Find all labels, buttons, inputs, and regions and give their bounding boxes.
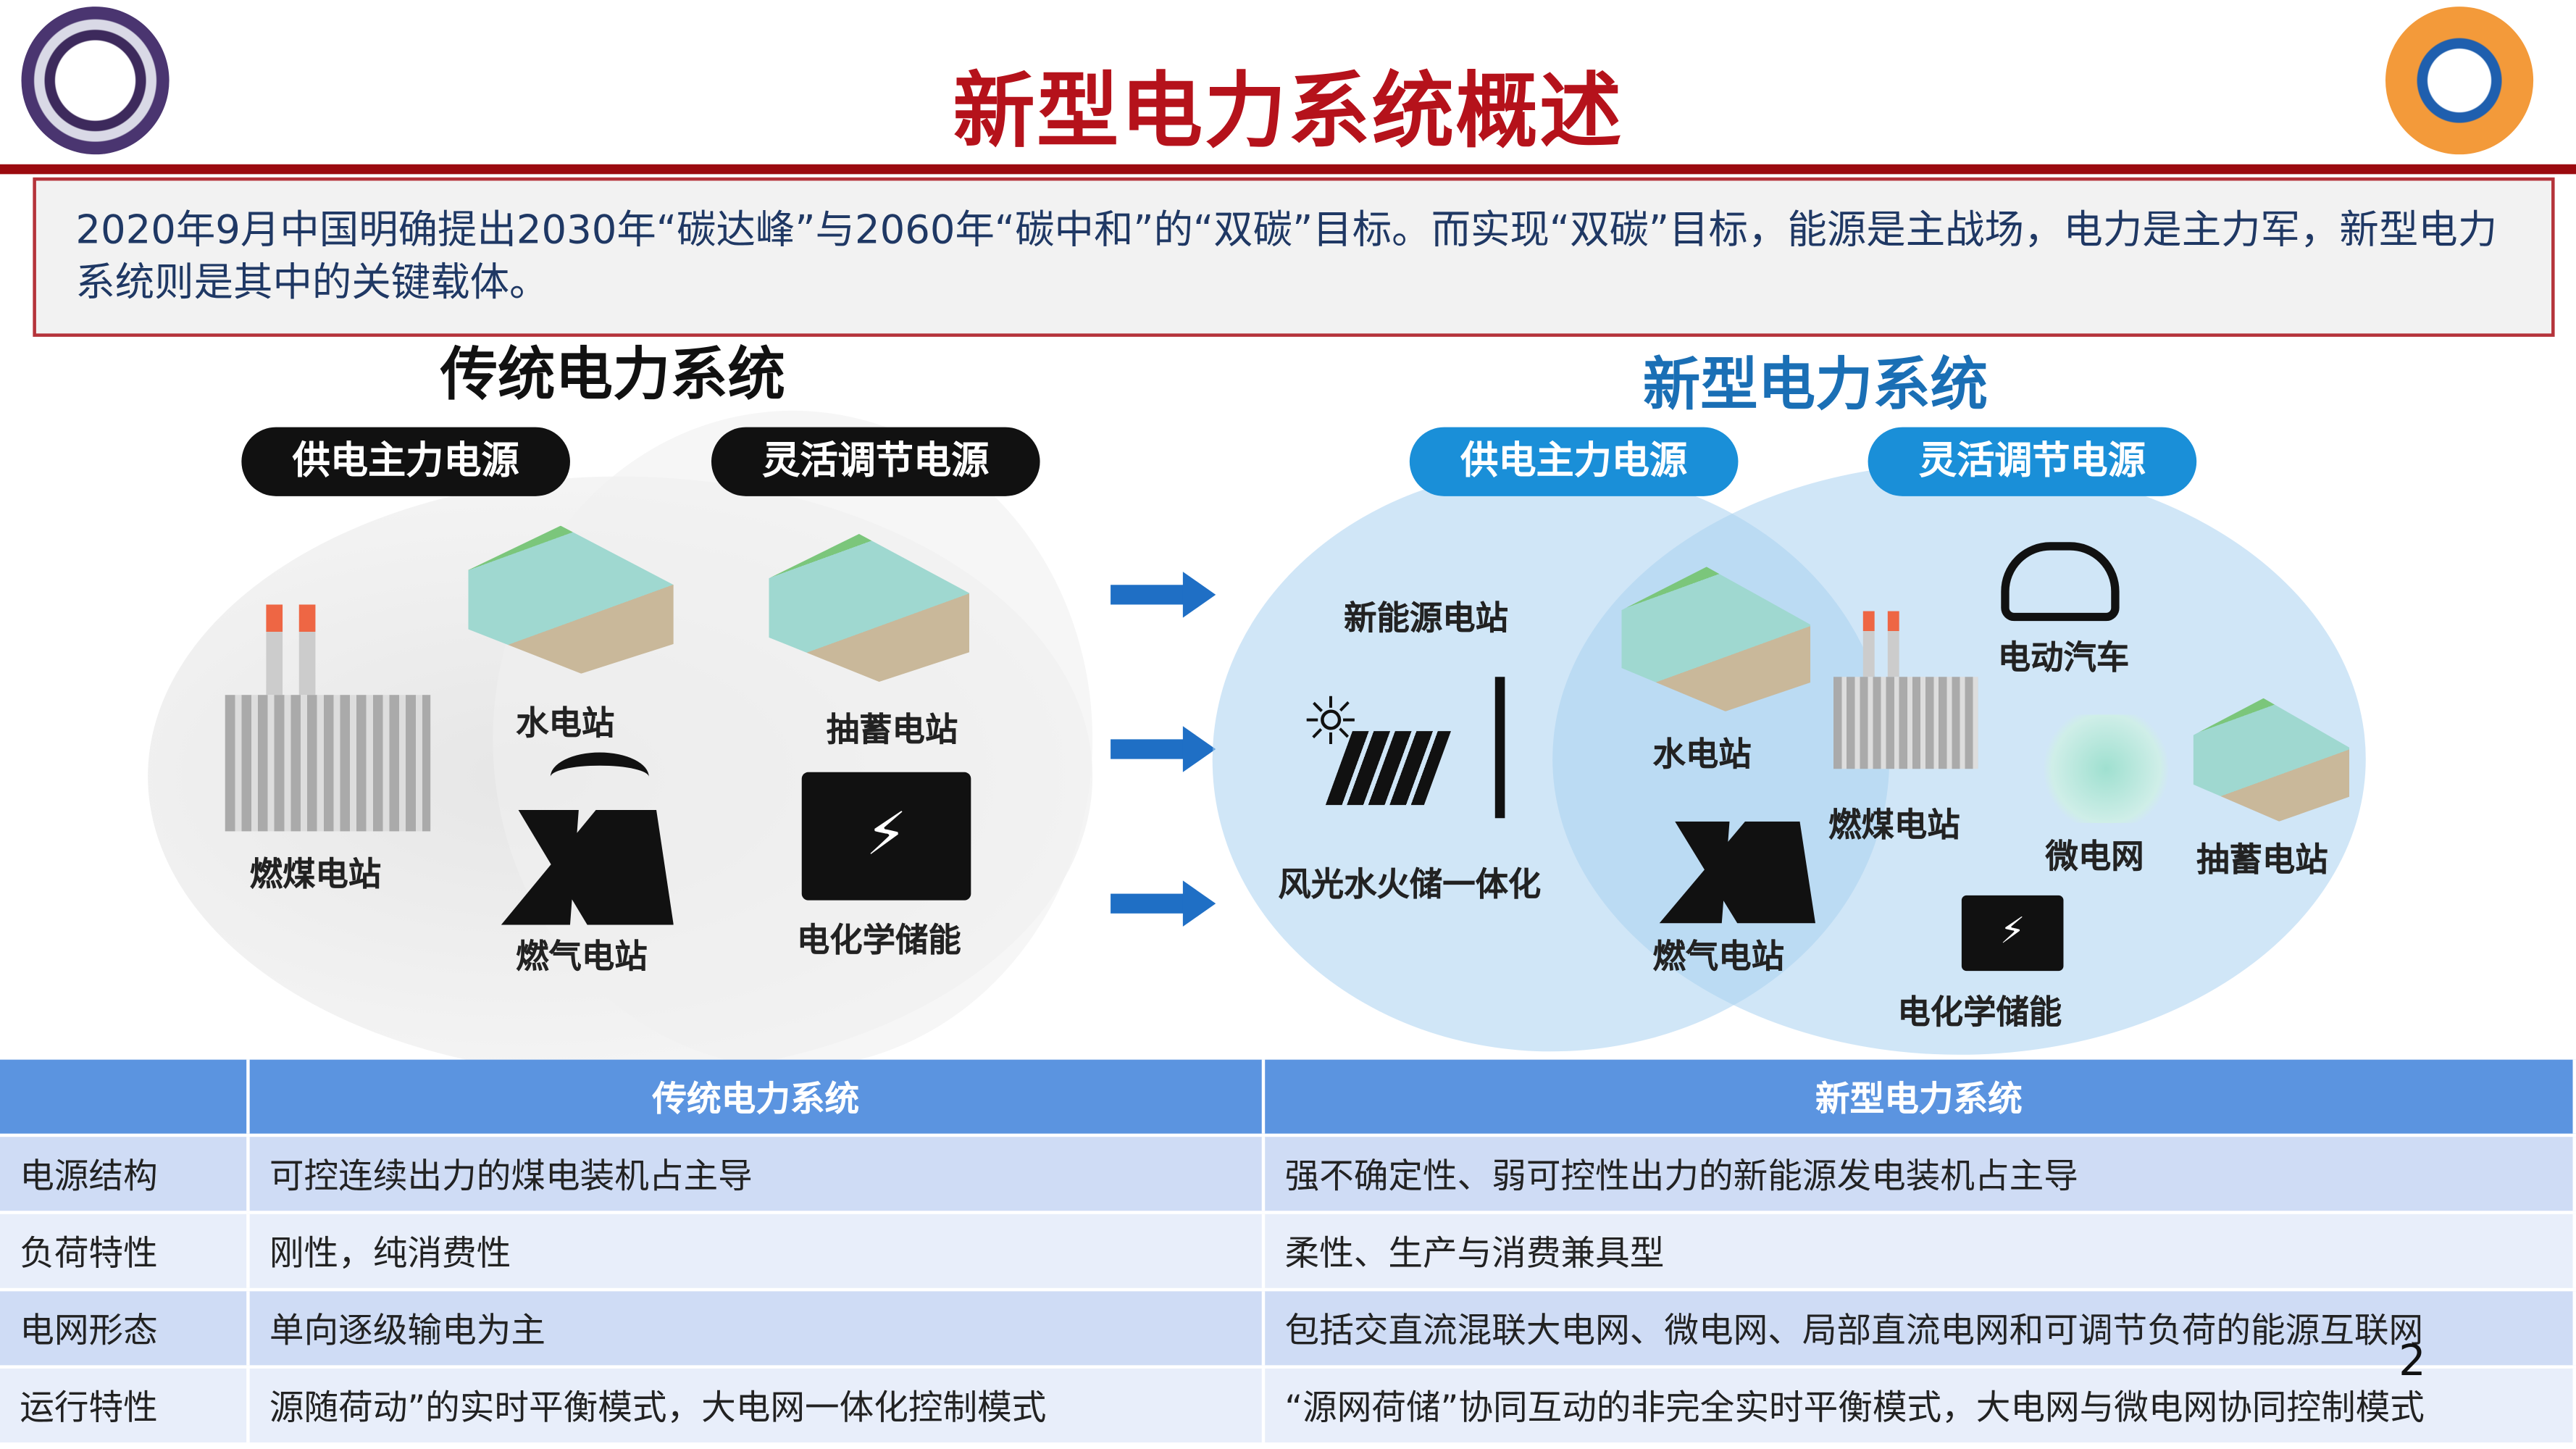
table-cell: 可控连续出力的煤电装机占主导: [249, 1137, 1266, 1211]
microgrid-icon: [2033, 714, 2179, 824]
traditional-hydro-label: 水电站: [516, 703, 615, 743]
new-battery-label: 电化学储能: [1897, 992, 2062, 1032]
arrow-right-icon: [1111, 572, 1216, 618]
coal-plant-icon: [1833, 611, 1978, 769]
new-integrated-label: 风光水火储一体化: [1278, 864, 1542, 904]
traditional-bubble-flex: [493, 410, 1093, 1068]
new-ev-label: 电动汽车: [1997, 637, 2130, 677]
page-number: 2: [2399, 1337, 2426, 1387]
table-cell: 强不确定性、弱可控性出力的新能源发电装机占主导: [1265, 1137, 2576, 1211]
traditional-gas-label: 燃气电站: [516, 936, 648, 976]
comparison-table: 传统电力系统 新型电力系统 电源结构 可控连续出力的煤电装机占主导 强不确定性、…: [0, 1056, 2576, 1445]
traditional-pill-main: 供电主力电源: [241, 427, 570, 496]
traditional-pumped-label: 抽蓄电站: [826, 709, 958, 750]
page-title: 新型电力系统概述: [953, 64, 1623, 159]
new-pill-main: 供电主力电源: [1409, 427, 1739, 496]
title-divider: [0, 164, 2576, 175]
table-row: 负荷特性 刚性，纯消费性 柔性、生产与消费兼具型: [0, 1214, 2576, 1288]
table-row: 运行特性 源随荷动”的实时平衡模式，大电网一体化控制模式 “源网荷储”协同互动的…: [0, 1368, 2576, 1442]
new-renewable-label: 新能源电站: [1344, 598, 1508, 638]
new-hydro-label: 水电站: [1652, 734, 1752, 774]
traditional-pill-flex: 灵活调节电源: [711, 427, 1040, 496]
table-cell: 柔性、生产与消费兼具型: [1265, 1214, 2576, 1288]
table-cell: 运行特性: [0, 1368, 250, 1442]
coal-plant-icon: [225, 604, 431, 832]
table-header: 新型电力系统: [1265, 1059, 2576, 1134]
arrow-right-icon: [1111, 726, 1216, 772]
new-gas-label: 燃气电站: [1652, 936, 1784, 976]
traditional-title: 传统电力系统: [440, 343, 786, 409]
new-microgrid-label: 微电网: [2045, 836, 2144, 876]
table-cell: 电网形态: [0, 1291, 250, 1366]
new-title: 新型电力系统: [1642, 353, 1989, 419]
table-cell: 单向逐级输电为主: [249, 1291, 1266, 1366]
table-header-row: 传统电力系统 新型电力系统: [0, 1059, 2576, 1134]
intro-text: 2020年9月中国明确提出2030年“碳达峰”与2060年“碳中和”的“双碳”目…: [33, 177, 2555, 337]
school-logo: [2385, 7, 2534, 155]
table-cell: “源网荷储”协同互动的非完全实时平衡模式，大电网与微电网协同控制模式: [1265, 1368, 2576, 1442]
table-cell: 负荷特性: [0, 1214, 250, 1288]
table-cell: 电源结构: [0, 1137, 250, 1211]
new-pumped-label: 抽蓄电站: [2196, 839, 2328, 880]
new-pill-flex: 灵活调节电源: [1868, 427, 2197, 496]
table-cell: 源随荷动”的实时平衡模式，大电网一体化控制模式: [249, 1368, 1266, 1442]
wind-turbine-icon: [1494, 677, 1505, 819]
table-row: 电源结构 可控连续出力的煤电装机占主导 强不确定性、弱可控性出力的新能源发电装机…: [0, 1137, 2576, 1211]
table-header: [0, 1059, 250, 1134]
arrow-right-icon: [1111, 880, 1216, 927]
table-header: 传统电力系统: [249, 1059, 1266, 1134]
traditional-coal-label: 燃煤电站: [249, 854, 382, 894]
new-coal-label: 燃煤电站: [1828, 805, 1960, 845]
electric-car-icon: [2001, 542, 2120, 622]
battery-icon: ⚡: [801, 772, 971, 901]
table-row: 电网形态 单向逐级输电为主 包括交直流混联大电网、微电网、局部直流电网和可调节负…: [0, 1291, 2576, 1366]
table-cell: 包括交直流混联大电网、微电网、局部直流电网和可调节负荷的能源互联网: [1265, 1291, 2576, 1366]
university-logo: [21, 7, 170, 155]
gas-plant-icon: [501, 752, 674, 925]
table-cell: 刚性，纯消费性: [249, 1214, 1266, 1288]
battery-icon: ⚡: [1961, 895, 2064, 972]
traditional-battery-label: 电化学储能: [796, 919, 961, 960]
